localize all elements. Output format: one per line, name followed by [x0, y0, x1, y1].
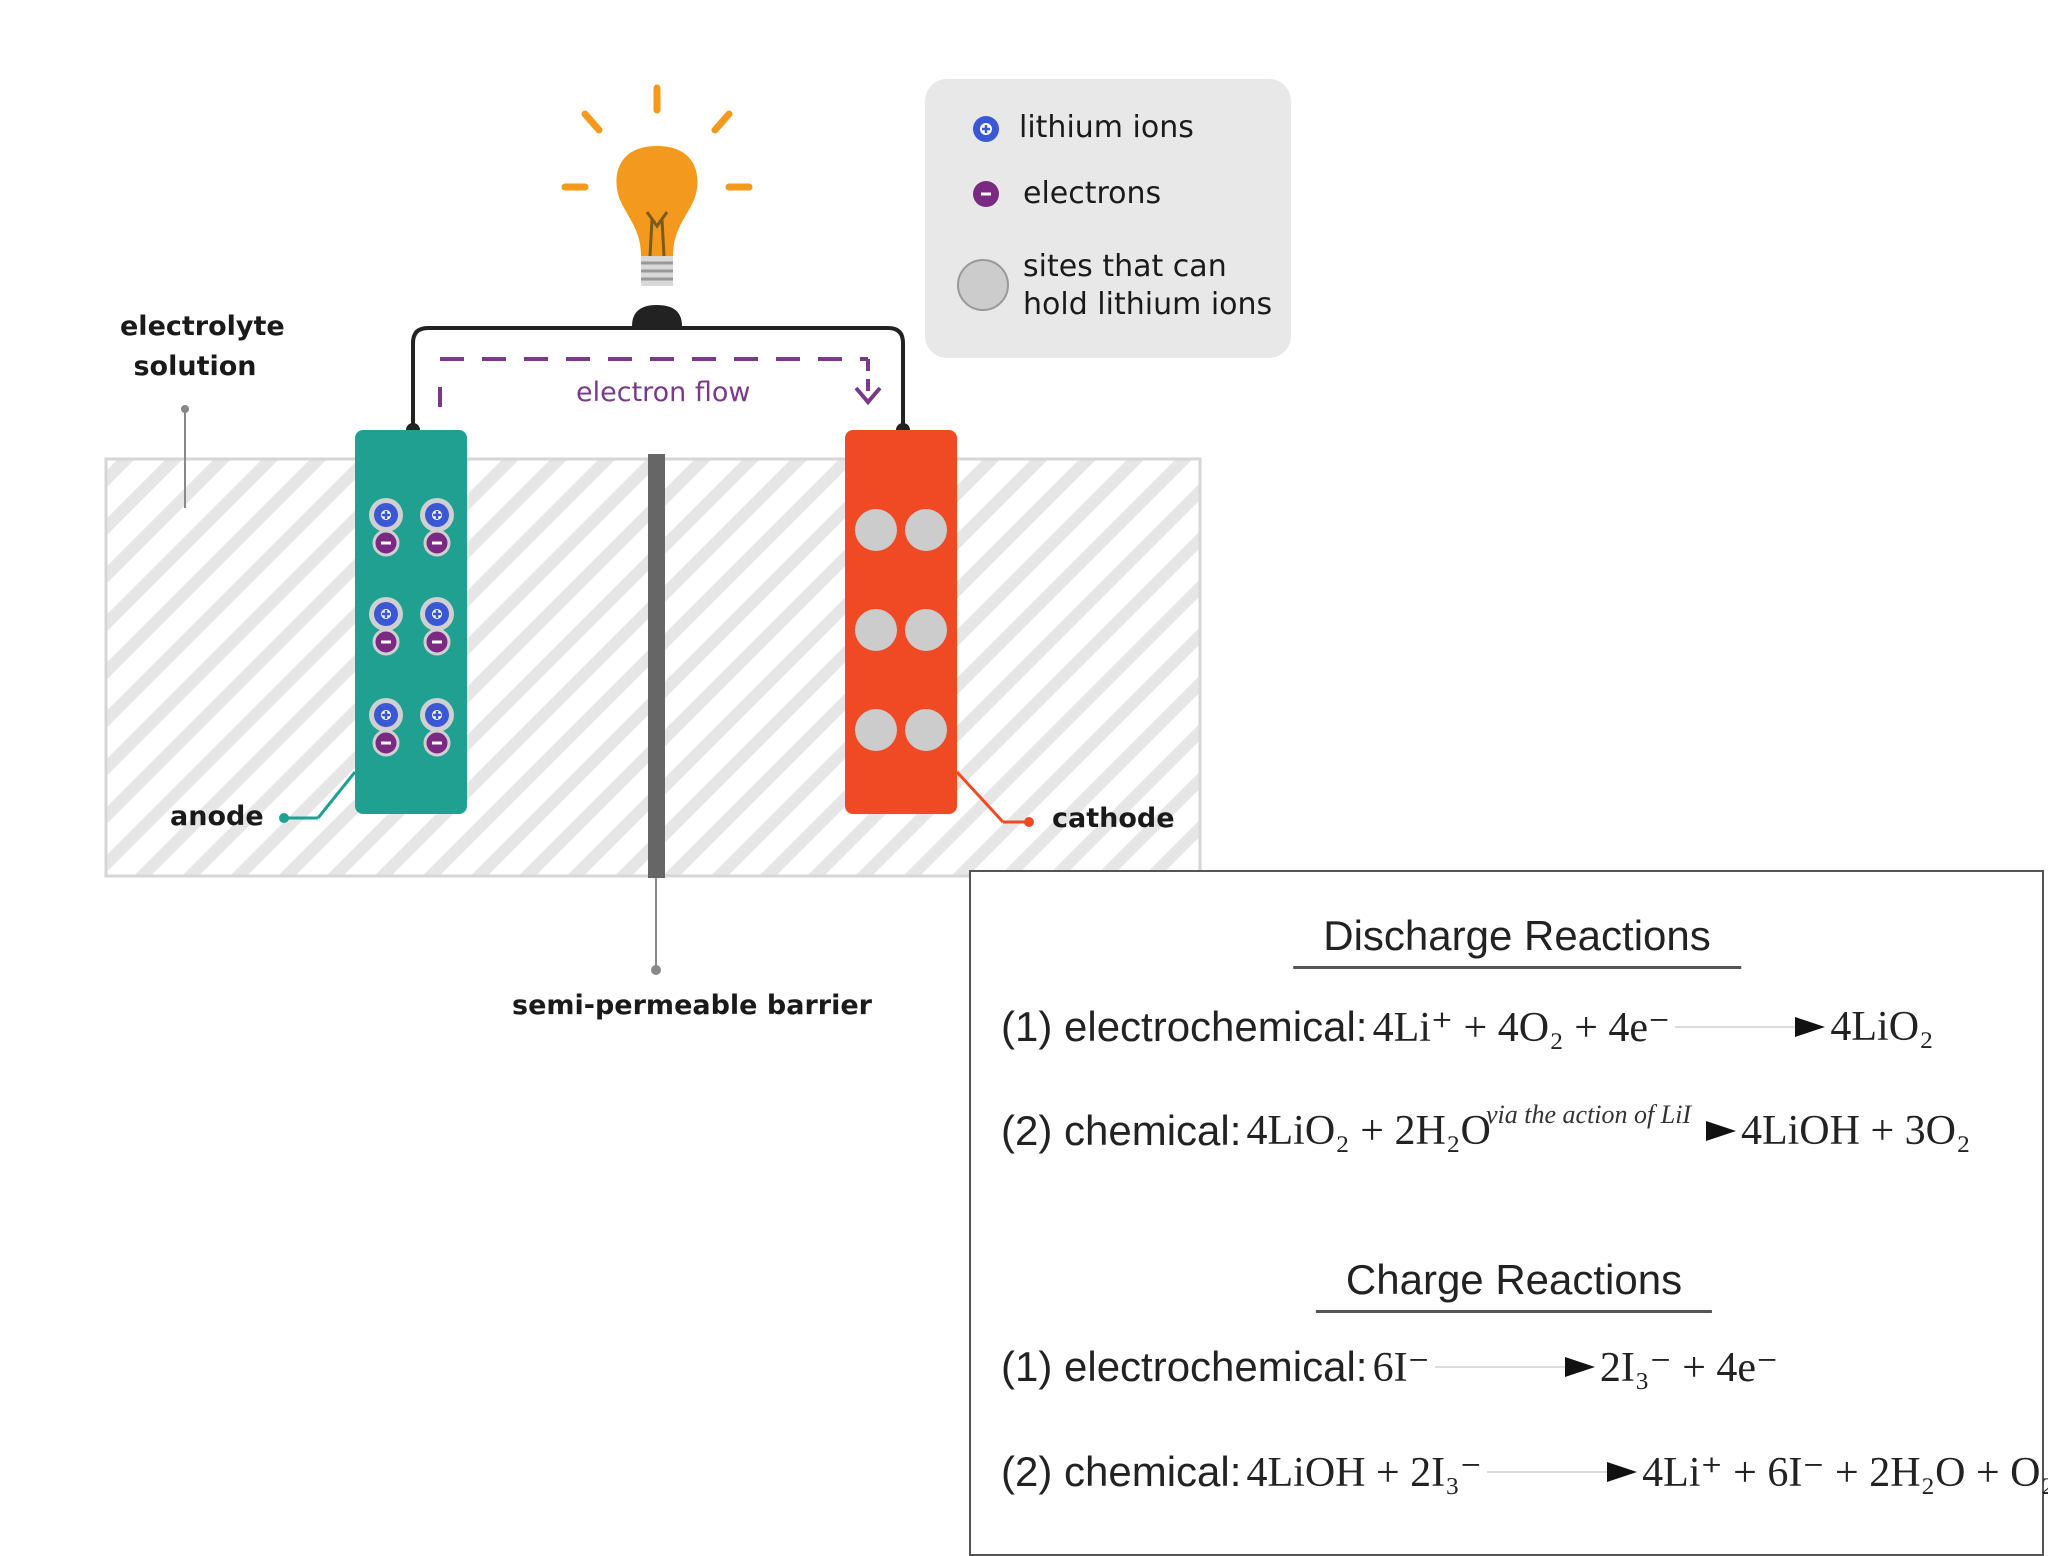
electron-icon	[973, 181, 999, 207]
lithium-electron-pair	[420, 698, 454, 757]
lithium-site	[855, 709, 897, 751]
anode-label: anode	[170, 801, 264, 832]
barrier-label: semi-permeable barrier	[512, 990, 872, 1021]
lithium-electron-pair	[369, 698, 403, 757]
lithium-site	[855, 609, 897, 651]
reaction-lhs: 4Li⁺ + 4O₂ + 4e⁻	[1372, 1005, 1671, 1051]
light-bulb-icon	[616, 146, 698, 326]
reaction-prefix: (2) chemical:	[1001, 1107, 1242, 1154]
cathode-label: cathode	[1052, 803, 1175, 834]
discharge-title: Discharge Reactions	[1293, 912, 1741, 969]
lithium-electron-pair	[420, 498, 454, 557]
anode-pointer	[316, 771, 357, 819]
lithium-electron-pair	[420, 597, 454, 656]
site-icon	[957, 259, 1009, 311]
electrolyte-label: electrolyte solution	[120, 311, 285, 382]
legend-sites: sites that can hold lithium ions	[1023, 249, 1273, 322]
reaction-prefix: (2) chemical:	[1001, 1448, 1242, 1495]
reaction-arrow	[1496, 1121, 1736, 1141]
discharge-reaction-1: (1) electrochemical: 4Li⁺ + 4O₂ + 4e⁻ 4L…	[1001, 1002, 1934, 1062]
lithium-site	[855, 509, 897, 551]
reaction-rhs: 4LiOH + 3O₂	[1740, 1108, 1971, 1154]
circuit-wire	[411, 326, 905, 430]
charge-reaction-1: (1) electrochemical: 6I⁻ 2I₃⁻ + 4e⁻	[1001, 1342, 1778, 1402]
cathode-pointer	[955, 770, 1005, 824]
lithium-site	[905, 609, 947, 651]
reaction-rhs: 4Li⁺ + 6I⁻ + 2H₂O + O₂	[1642, 1450, 2048, 1496]
lithium-site	[905, 509, 947, 551]
electron-flow-label: electron flow	[576, 377, 751, 408]
lithium-site	[905, 709, 947, 751]
light-rays-icon	[561, 84, 753, 191]
reaction-prefix: (1) electrochemical:	[1001, 1003, 1368, 1050]
reaction-rhs: 4LiO₂	[1830, 1004, 1934, 1050]
reaction-arrow	[1487, 1462, 1638, 1482]
reaction-lhs: 4LiOH + 2I₃⁻	[1246, 1450, 1482, 1496]
semi-permeable-barrier	[648, 454, 665, 878]
lithium-ion-icon	[973, 116, 999, 142]
anode-ion-pairs	[369, 498, 454, 757]
lithium-electron-pair	[369, 597, 403, 656]
charge-reaction-2: (2) chemical: 4LiOH + 2I₃⁻ 4Li⁺ + 6I⁻ + …	[1001, 1447, 2048, 1507]
reaction-lhs: 6I⁻	[1372, 1345, 1430, 1391]
reaction-prefix: (1) electrochemical:	[1001, 1343, 1368, 1390]
charge-title: Charge Reactions	[1315, 1256, 1713, 1313]
reaction-note: via the action of LiI	[1486, 1100, 1692, 1129]
reactions-panel: Discharge Reactions (1) electrochemical:…	[969, 870, 2048, 1556]
reaction-arrow	[1434, 1357, 1595, 1377]
reaction-lhs: 4LiO₂ + 2H₂O	[1246, 1108, 1491, 1154]
legend-lithium-ions: lithium ions	[1019, 110, 1194, 145]
legend-electrons: electrons	[1023, 176, 1162, 211]
cathode-sites	[855, 509, 947, 751]
lithium-electron-pair	[369, 498, 403, 557]
legend: lithium ions electrons sites that can ho…	[925, 79, 1291, 358]
reaction-rhs: 2I₃⁻ + 4e⁻	[1599, 1345, 1779, 1391]
discharge-reaction-2: (2) chemical: 4LiO₂ + 2H₂O 4LiOH + 3O₂	[1001, 1107, 1971, 1167]
legend-markers	[957, 116, 1009, 311]
reaction-arrow	[1675, 1017, 1826, 1037]
